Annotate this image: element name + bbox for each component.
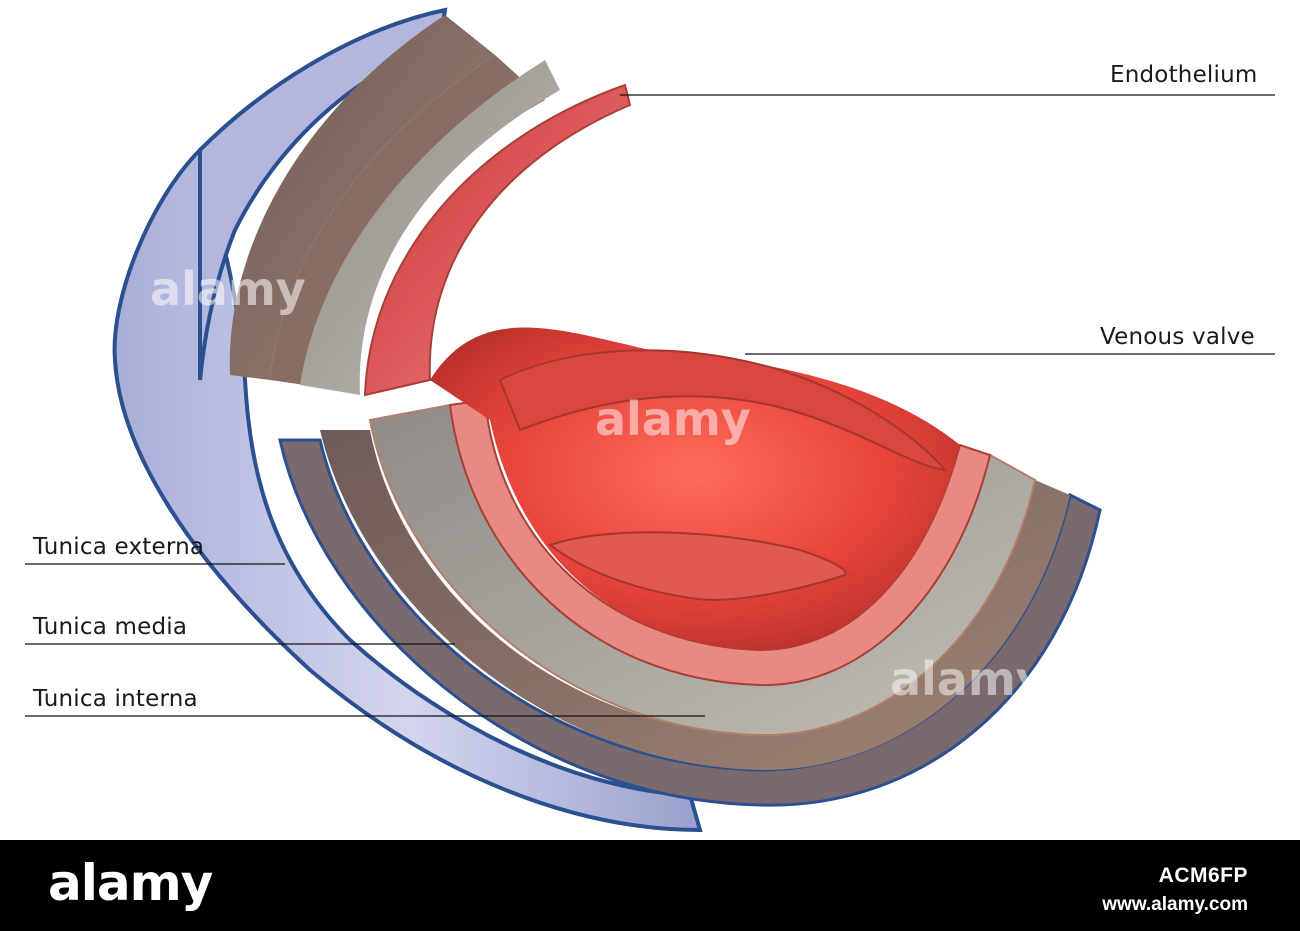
watermark: alamy — [890, 652, 1046, 706]
watermark: alamy — [150, 262, 306, 316]
endothelium-ring — [448, 398, 992, 687]
label-tunica-interna: Tunica interna — [33, 686, 198, 712]
label-venous-valve: Venous valve — [1100, 324, 1255, 350]
endothelium-peel — [363, 83, 632, 397]
outer-layer-band — [278, 438, 1102, 807]
brown-layer-band — [320, 430, 1070, 771]
label-endothelium: Endothelium — [1110, 62, 1258, 88]
venous-valve-lower-leaflet — [547, 531, 847, 601]
tunica-externa-surface — [112, 146, 703, 833]
vein-cross-section-illustration: alamy alamy alamy — [25, 7, 1275, 833]
stock-footer-bar: alamy ACM6FP www.alamy.com — [0, 840, 1300, 931]
venous-valve-leaflet — [498, 349, 948, 472]
watermark: alamy — [595, 392, 751, 446]
image-id: ACM6FP — [1158, 864, 1248, 887]
label-tunica-media: Tunica media — [33, 614, 188, 640]
alamy-logo: alamy — [48, 854, 213, 912]
label-tunica-externa: Tunica externa — [33, 534, 205, 560]
site-url: www.alamy.com — [1102, 894, 1248, 915]
grey-layer-peel — [300, 60, 560, 395]
brown-layer-peel — [229, 15, 495, 380]
